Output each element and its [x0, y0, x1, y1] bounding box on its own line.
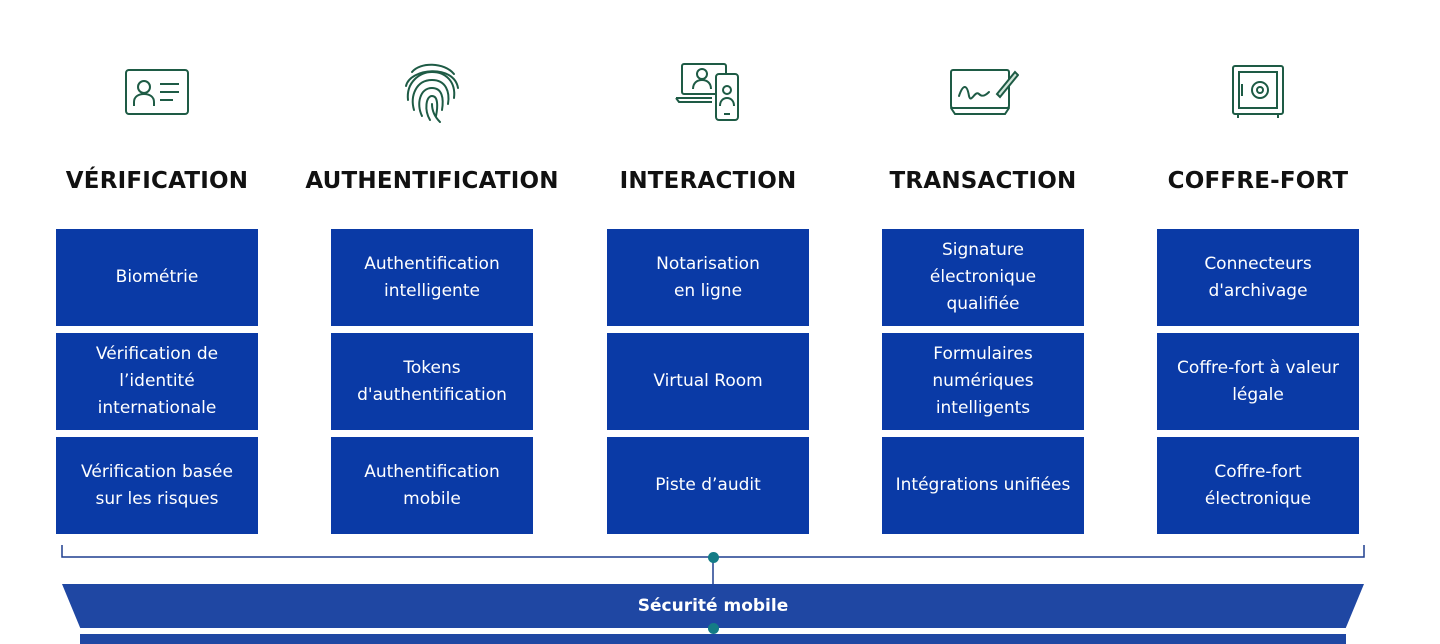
service-box[interactable]: Coffre-fort électronique [1157, 437, 1359, 534]
column-title: AUTHENTIFICATION [305, 168, 559, 194]
service-box[interactable]: Vérification basée sur les risques [56, 437, 258, 534]
service-box[interactable]: Vérification de l’identité international… [56, 333, 258, 430]
video-call-icon [672, 56, 744, 128]
mobile-security-banner: Sécurité mobile [62, 584, 1364, 628]
service-box[interactable]: Formulaires numériques intelligents [882, 333, 1084, 430]
service-box[interactable]: Authentification mobile [331, 437, 533, 534]
column-title: TRANSACTION [889, 168, 1077, 194]
column-title: INTERACTION [619, 168, 797, 194]
service-box[interactable]: Piste d’audit [607, 437, 809, 534]
fingerprint-icon [396, 56, 468, 128]
service-box[interactable]: Coffre-fort à valeur légale [1157, 333, 1359, 430]
id-card-icon [121, 56, 193, 128]
service-box[interactable]: Virtual Room [607, 333, 809, 430]
banner-label: Sécurité mobile [637, 596, 789, 616]
lower-banner [80, 634, 1346, 644]
service-box[interactable]: Notarisation en ligne [607, 229, 809, 326]
column-title: COFFRE-FORT [1167, 168, 1349, 194]
service-box[interactable]: Intégrations unifiées [882, 437, 1084, 534]
connector-dot [708, 623, 719, 634]
e-signature-icon [947, 56, 1019, 128]
service-box[interactable]: Signature électronique qualifiée [882, 229, 1084, 326]
connector-dot [708, 552, 719, 563]
safe-icon [1222, 56, 1294, 128]
service-box[interactable]: Biométrie [56, 229, 258, 326]
service-box[interactable]: Authentification intelligente [331, 229, 533, 326]
column-title: VÉRIFICATION [65, 168, 249, 194]
service-box[interactable]: Tokens d'authentification [331, 333, 533, 430]
service-box[interactable]: Connecteurs d'archivage [1157, 229, 1359, 326]
